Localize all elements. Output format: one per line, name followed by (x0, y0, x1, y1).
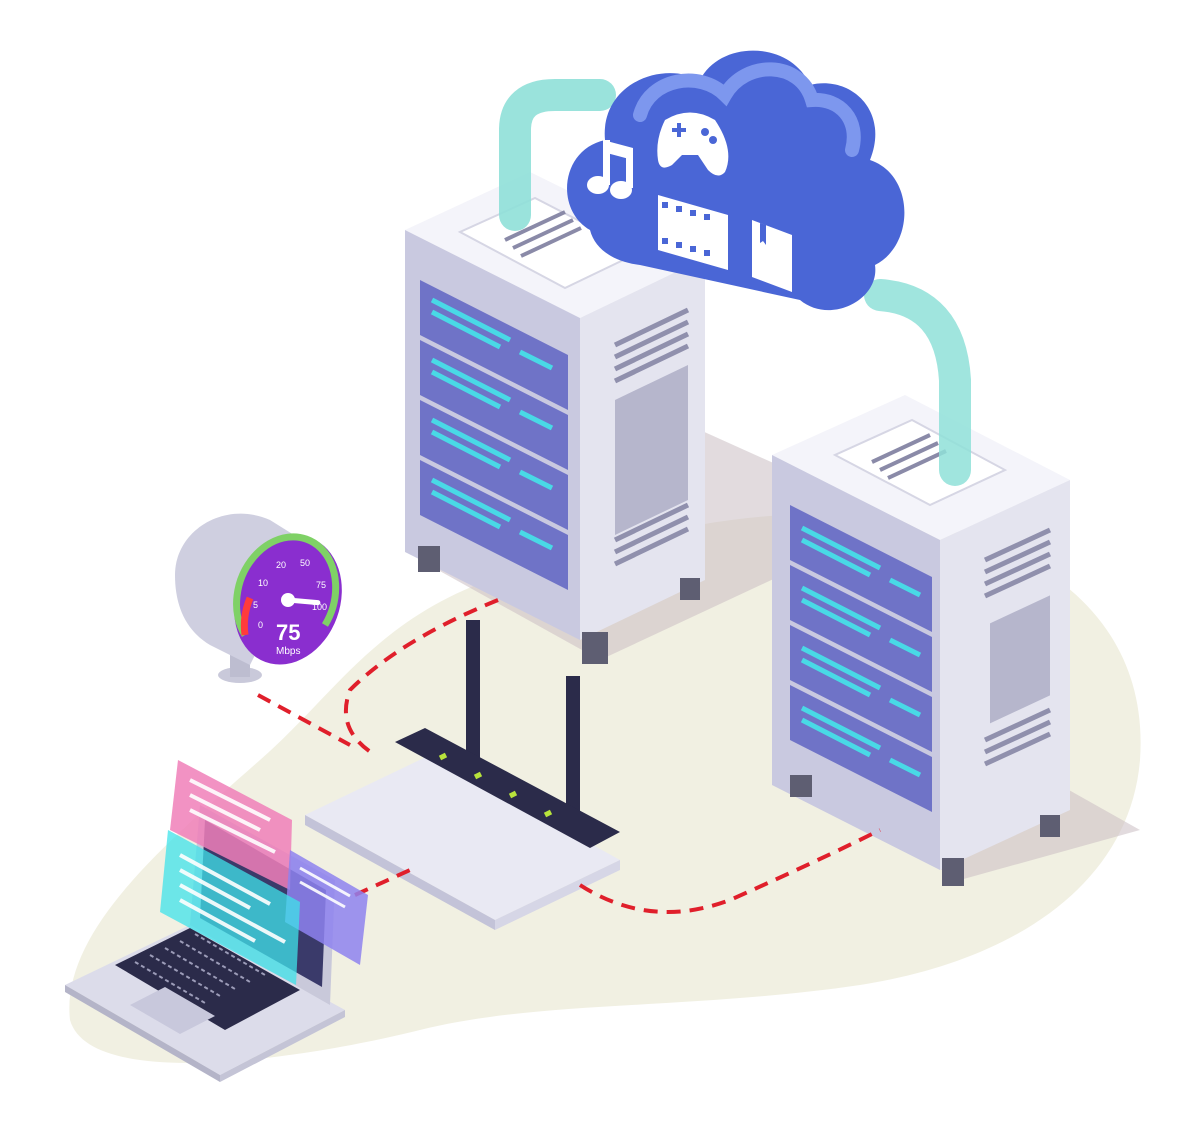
cloud (567, 50, 905, 311)
gauge-tick: 10 (258, 578, 268, 588)
window-cyan (160, 830, 300, 985)
gauge-tick: 0 (258, 620, 263, 630)
network-cables (257, 598, 881, 914)
server-tower-left (405, 172, 705, 664)
gamepad-icon (657, 112, 729, 176)
music-note-icon (587, 140, 633, 199)
speed-unit: Mbps (276, 646, 300, 657)
cloud-pipe-left (499, 79, 616, 231)
window-pink (170, 760, 292, 890)
gauge-tick: 5 (253, 600, 258, 610)
gauge-arc (233, 533, 340, 637)
window-purple (285, 850, 368, 965)
cloud-pipe-right (864, 279, 971, 486)
laptop-trackpad (130, 987, 215, 1034)
gauge-tick: 20 (276, 560, 286, 570)
server-tower-right (772, 395, 1070, 886)
gauge-tick: 50 (300, 558, 310, 568)
film-strip-icon (658, 195, 728, 270)
speed-value: 75 (276, 620, 300, 645)
gauge-tick: 75 (316, 580, 326, 590)
book-icon (752, 220, 792, 292)
laptop-keyboard (115, 928, 300, 1030)
floating-windows (160, 760, 368, 985)
gauge-tick: 100 (312, 602, 327, 612)
speedometer: 0 5 10 20 50 75 100 75 Mbps (175, 513, 342, 683)
